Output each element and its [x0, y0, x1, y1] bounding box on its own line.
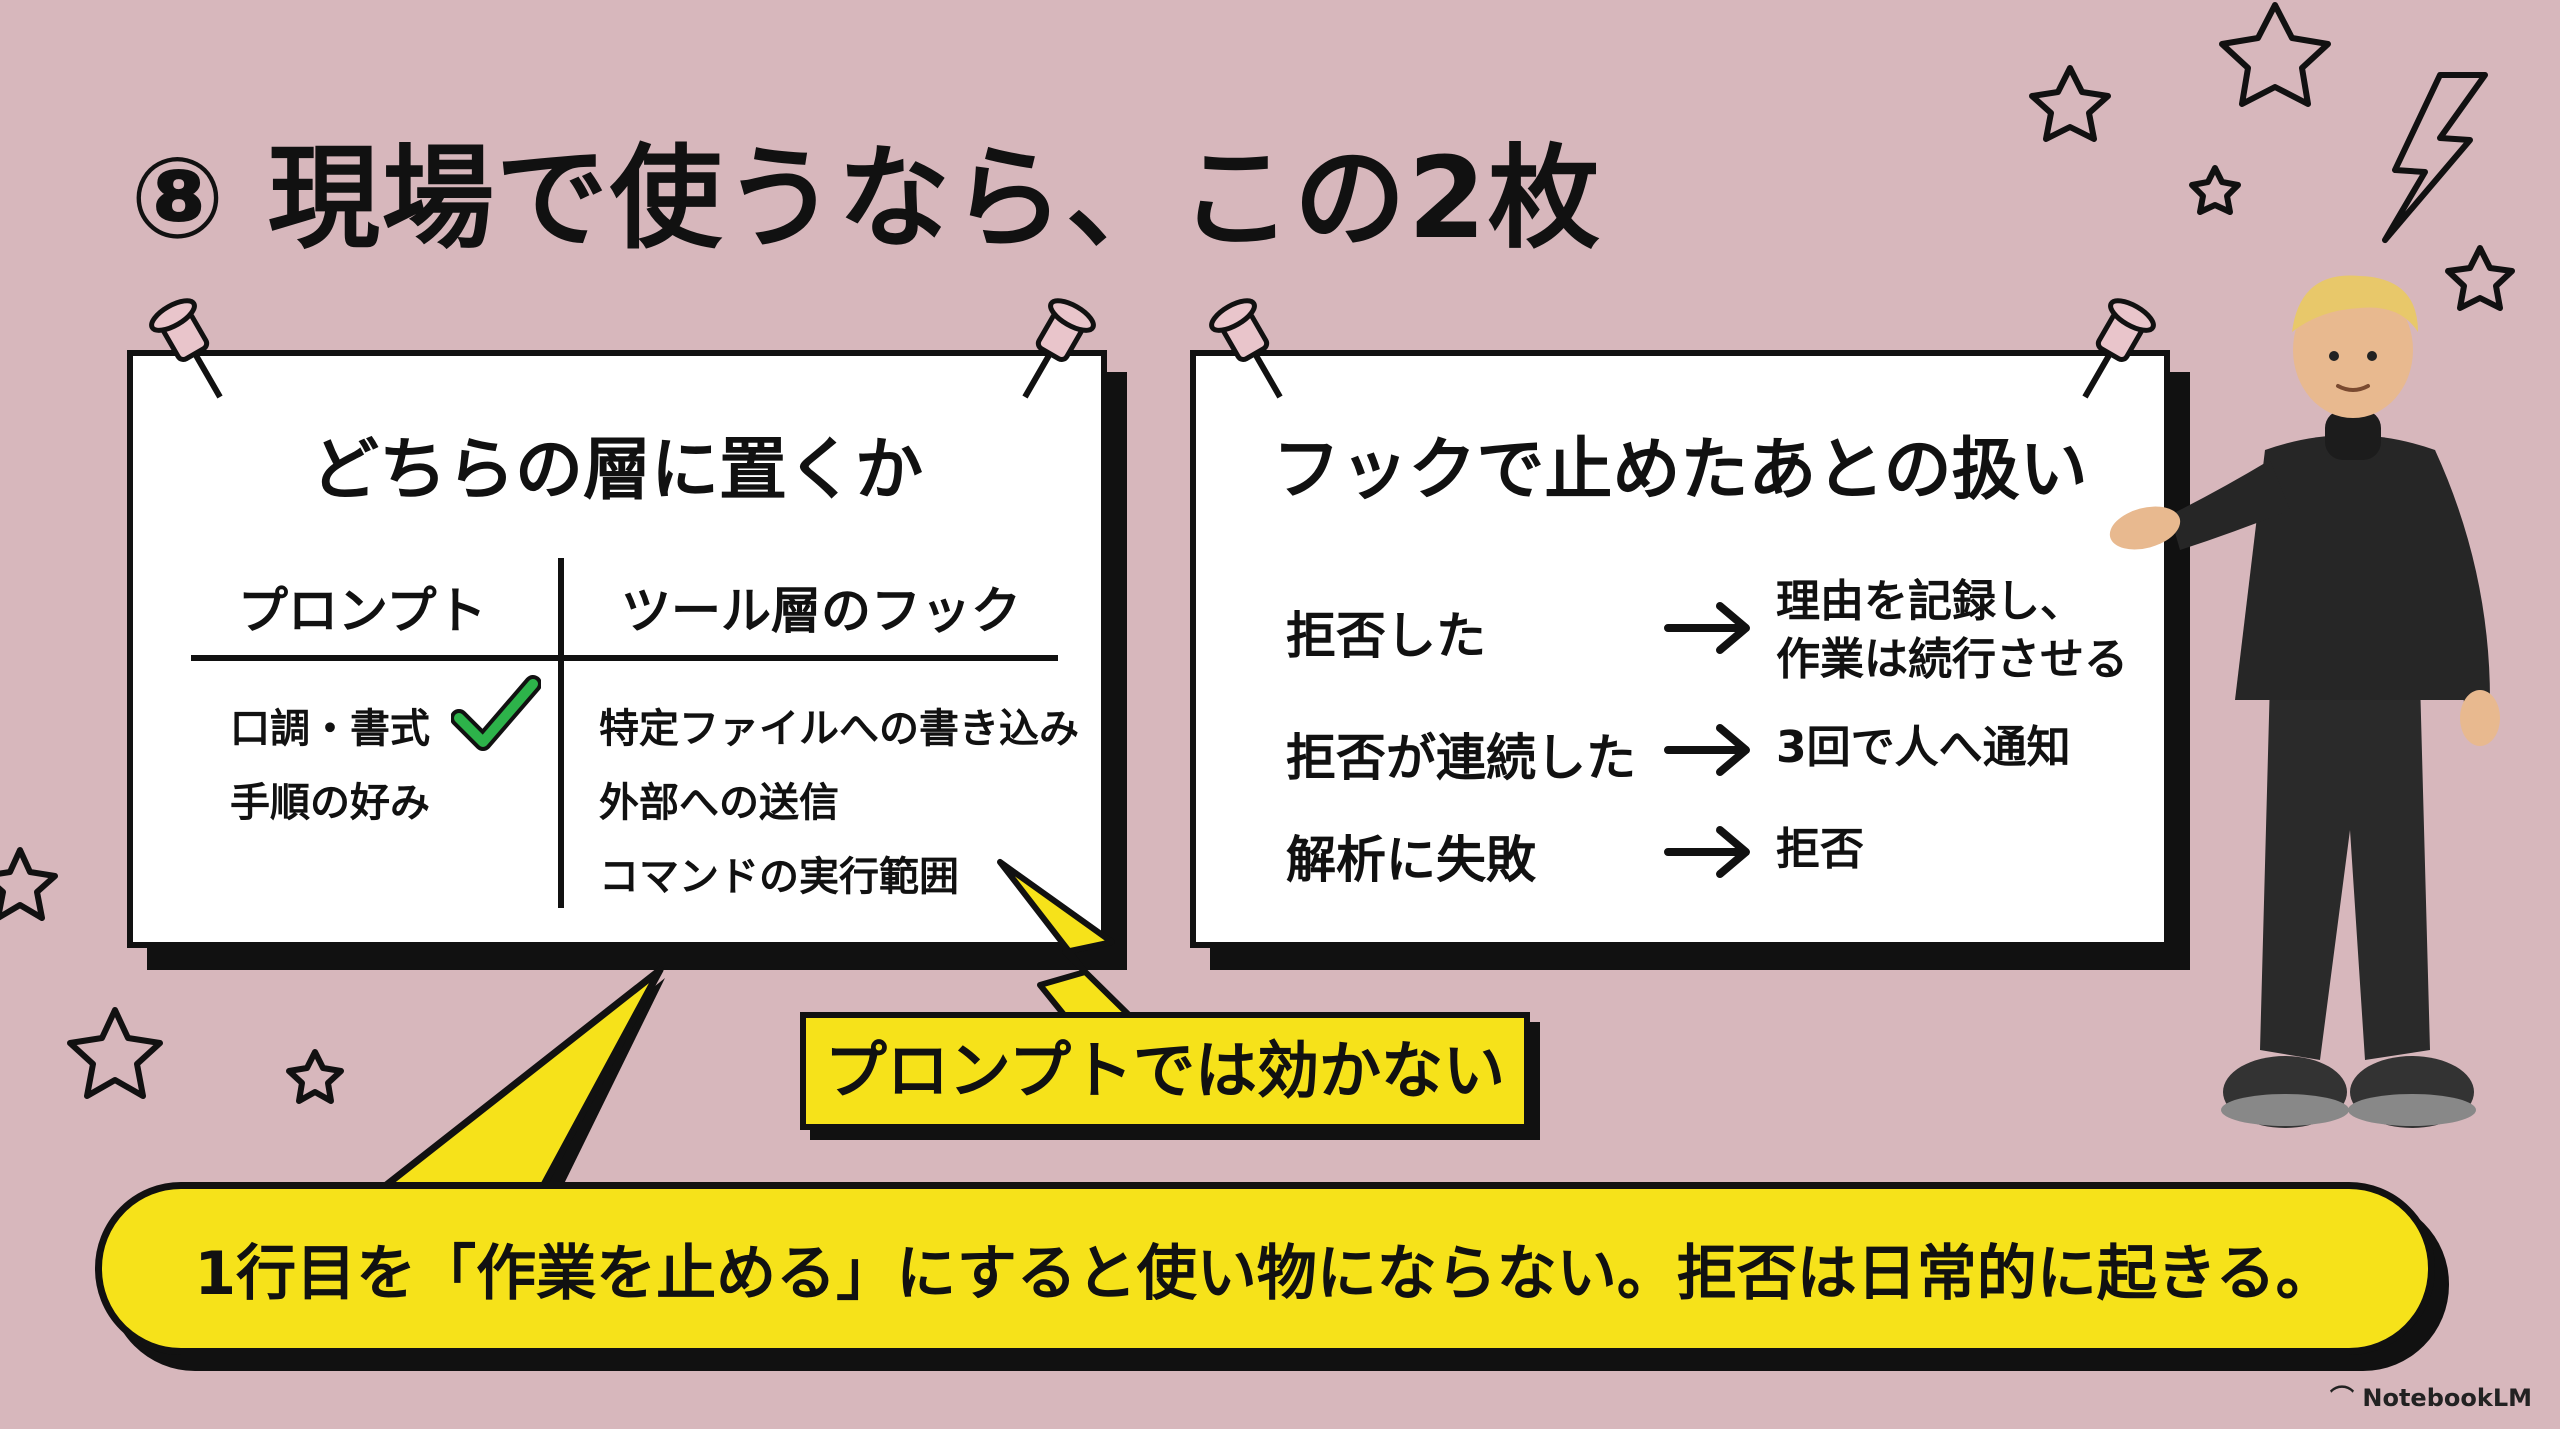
notebook-logo-icon: ⌒ — [2330, 1384, 2363, 1412]
card-title: フックで止めたあとの扱い — [1272, 431, 2088, 510]
arrow-right-icon — [1664, 826, 1750, 878]
hook-item: 特定ファイルへの書き込み — [599, 706, 1079, 752]
prompt-item: 口調・書式 — [230, 706, 430, 752]
result-text: 3回で人へ通知 — [1776, 722, 2071, 773]
condition-text: 拒否した — [1286, 607, 1486, 665]
layer-card: どちらの層に置くか プロンプト ツール層のフック 口調・書式 手順の好み 特定フ… — [127, 350, 1107, 948]
star-icon — [286, 1049, 344, 1104]
card-title: どちらの層に置くか — [310, 431, 923, 510]
star-icon — [2029, 65, 2111, 142]
hook-handling-card: フックで止めたあとの扱い 拒否した 理由を記録し、 作業は続行させる 拒否が連続… — [1190, 350, 2170, 948]
pushpin-icon — [1209, 298, 1283, 399]
result-text: 理由を記録し、 — [1776, 576, 2084, 627]
star-icon — [0, 847, 58, 921]
lightning-icon — [2382, 72, 2488, 243]
speech-bubble: 1行目を「作業を止める」にすると使い物にならない。拒否は日常的に起きる。 — [95, 1182, 2435, 1355]
column-header-hook: ツール層のフック — [621, 582, 1021, 640]
arrow-right-icon — [1664, 724, 1750, 776]
condition-text: 拒否が連続した — [1286, 729, 1636, 787]
check-icon — [451, 675, 541, 751]
brand-label: ⌒ NotebookLM — [2330, 1378, 2532, 1413]
star-icon — [2189, 165, 2241, 215]
star-icon — [2219, 2, 2331, 107]
pushpin-icon — [2082, 298, 2156, 399]
brand-text: NotebookLM — [2362, 1384, 2532, 1412]
arrow-right-icon — [1664, 602, 1750, 654]
result-text: 作業は続行させる — [1776, 634, 2128, 685]
hook-item: 外部への送信 — [599, 780, 839, 826]
table-divider-horizontal — [191, 655, 1058, 661]
page-title: ⑧ 現場で使うなら、この2枚 — [130, 134, 1602, 264]
bubble-text: 1行目を「作業を止める」にすると使い物にならない。拒否は日常的に起きる。 — [194, 1239, 2336, 1309]
presenter-figure — [2109, 275, 2500, 1128]
pushpin-icon — [149, 298, 223, 399]
prompt-item: 手順の好み — [230, 780, 430, 826]
condition-text: 解析に失敗 — [1286, 831, 1536, 889]
result-text: 拒否 — [1776, 824, 1864, 875]
column-header-prompt: プロンプト — [238, 582, 487, 640]
callout-note: プロンプトでは効かない — [800, 1012, 1530, 1130]
pushpin-icon — [1022, 298, 1096, 399]
hook-item: コマンドの実行範囲 — [599, 854, 959, 900]
star-icon — [2445, 245, 2515, 311]
table-divider-vertical — [558, 558, 564, 908]
star-icon — [67, 1007, 163, 1099]
